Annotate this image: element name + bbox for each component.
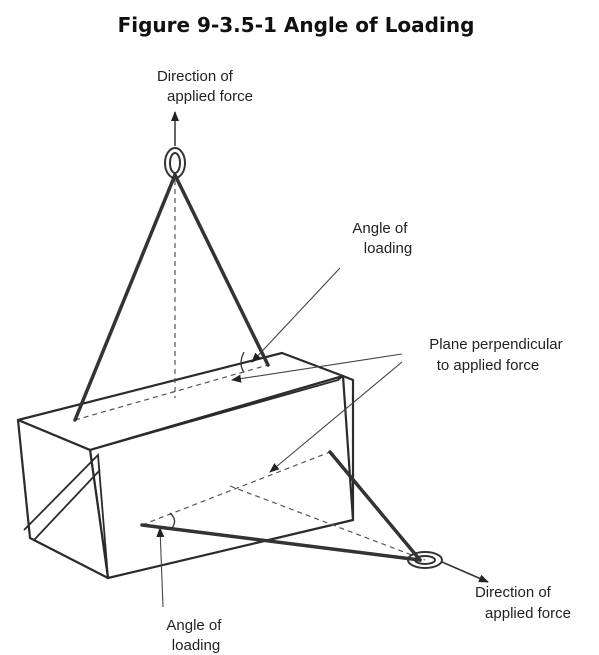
top-angle-arc [240,351,245,373]
bottom-lifting-ring-icon [407,551,443,569]
bottom-sling-lower-leg [140,523,422,562]
top-lifting-ring-icon [164,147,186,179]
bottom-plane-dash-2 [229,485,426,561]
bottom-sling [140,450,489,583]
plane-label: Plane perpendicular to applied force [429,336,567,374]
top-sling-left-leg [73,173,177,422]
box-chamfer-inner [33,469,101,541]
top-sling [73,111,270,422]
plane-leader-bottom [269,361,403,473]
top-sling-right-leg [173,173,270,367]
bottom-angle-arc [169,512,176,529]
angle-top-leader [251,267,341,363]
bottom-lifting-ring-inner [414,555,436,565]
leader-lines [156,267,403,608]
angle-bottom-label: Angle of loading [166,617,225,654]
plane-leader-top [231,353,403,383]
angle-top-label: Angle of loading [352,220,412,257]
top-lifting-ring-inner [169,152,181,174]
labels: Direction of applied force Angle of load… [157,68,571,654]
top-force-label: Direction of applied force [157,68,253,105]
top-plane-dash [74,364,269,421]
bottom-force-arrow [441,561,489,583]
construction-lines [74,180,426,561]
bottom-plane-dash-1 [141,451,331,526]
bottom-force-label: Direction of applied force [475,584,571,622]
figure-title: Figure 9-3.5-1 Angle of Loading [118,13,475,37]
box-top-ridge [89,375,344,451]
box-chamfer-edge [23,452,109,579]
angle-bottom-leader [156,527,165,608]
bottom-sling-upper-leg [328,450,422,562]
